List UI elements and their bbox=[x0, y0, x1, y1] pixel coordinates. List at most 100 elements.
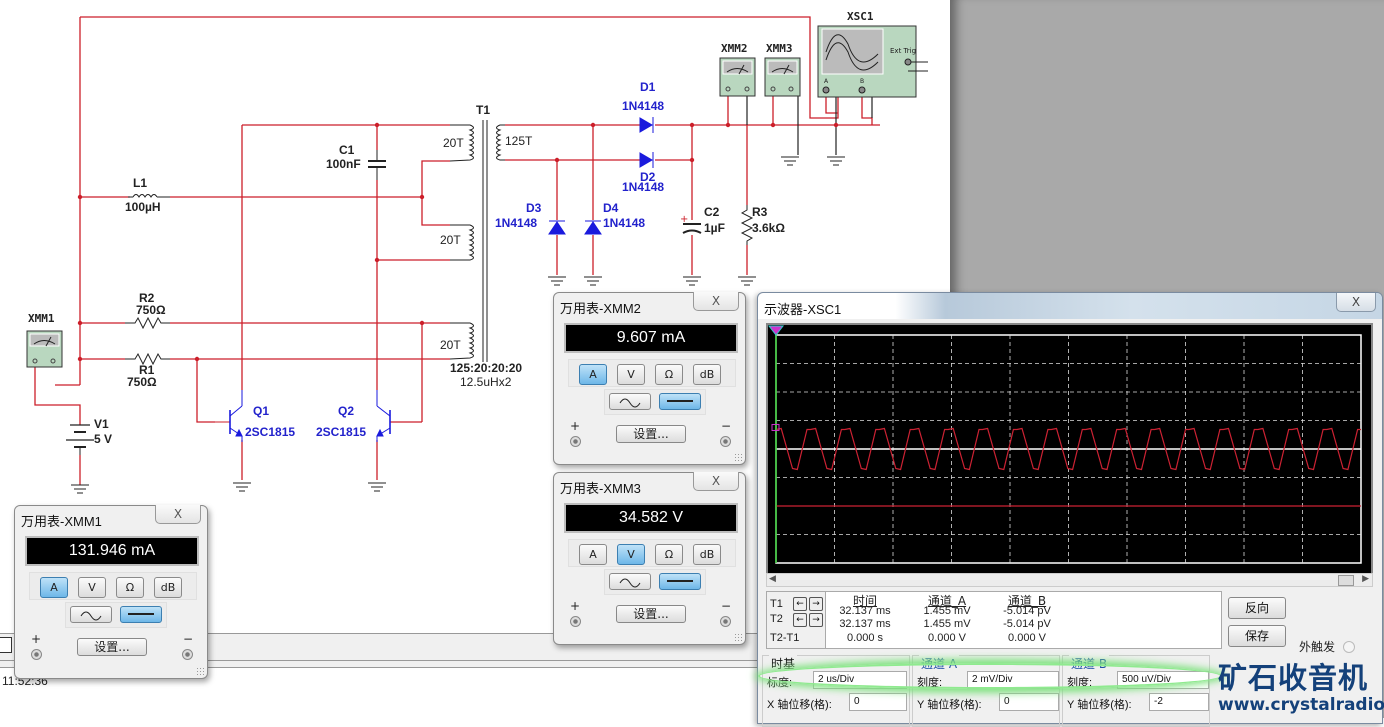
resistor-r1[interactable] bbox=[125, 352, 170, 366]
timebase-scale-field[interactable]: 2 us/Div bbox=[813, 671, 907, 689]
mode-amps-button[interactable]: A bbox=[579, 364, 607, 385]
c1-ref: C1 bbox=[339, 143, 355, 157]
q2-ref: Q2 bbox=[338, 404, 354, 418]
battery-v1[interactable] bbox=[66, 424, 94, 455]
plus-label: + bbox=[570, 599, 581, 613]
document-icon[interactable] bbox=[0, 637, 12, 653]
mode-ohms-button[interactable]: Ω bbox=[655, 364, 683, 385]
ac-button[interactable] bbox=[609, 573, 651, 590]
d1-value: 1N4148 bbox=[622, 99, 664, 113]
diode-d4[interactable] bbox=[584, 220, 602, 235]
ac-button[interactable] bbox=[609, 393, 651, 410]
wires bbox=[34, 16, 880, 485]
t1-right-arrow-icon[interactable]: → bbox=[809, 597, 823, 611]
transistor-q2[interactable] bbox=[376, 390, 405, 442]
mode-ohms-button[interactable]: Ω bbox=[116, 577, 144, 598]
transistor-q1[interactable] bbox=[215, 390, 243, 442]
cursor-readout: T1 T2 T2-T1 ← → ← → 时间 通道_A 通道_B 32.137 … bbox=[766, 591, 1222, 649]
oscilloscope-window[interactable]: 示波器-XSC1 X ◀ ▶ T1 T2 T2-T1 ← → ← → 时间 通道… bbox=[757, 292, 1383, 727]
channel-b-ypos-label: Y 轴位移(格): bbox=[1067, 699, 1132, 711]
capacitor-c1[interactable] bbox=[368, 160, 386, 168]
mode-volts-button[interactable]: V bbox=[78, 577, 106, 598]
timebase-xpos-field[interactable]: 0 bbox=[849, 693, 907, 711]
timebase-scale-label: 标度: bbox=[767, 677, 793, 689]
instrument-xsc1[interactable] bbox=[817, 25, 928, 98]
resistor-r3[interactable] bbox=[740, 205, 754, 245]
xmm2-ref: XMM2 bbox=[721, 42, 748, 55]
plus-label: + bbox=[31, 632, 42, 646]
mode-amps-button[interactable]: A bbox=[40, 577, 68, 598]
resistor-r2[interactable] bbox=[125, 316, 170, 330]
minus-terminal-icon[interactable] bbox=[182, 649, 193, 660]
mode-db-button[interactable]: dB bbox=[693, 544, 721, 565]
d4-ref: D4 bbox=[603, 201, 619, 215]
dc-button[interactable] bbox=[659, 573, 701, 590]
plus-terminal-icon[interactable] bbox=[570, 616, 581, 627]
close-button[interactable]: X bbox=[693, 472, 739, 491]
transformer-t1[interactable] bbox=[449, 120, 505, 362]
channel-b-group: 通道 B 刻度: 500 uV/Div Y 轴位移(格): -2 bbox=[1062, 655, 1210, 727]
close-button[interactable]: X bbox=[693, 292, 739, 311]
mode-volts-button[interactable]: V bbox=[617, 544, 645, 565]
t1-channel-a: 1.455 mV bbox=[923, 605, 971, 617]
mode-selector: A V Ω dB bbox=[29, 572, 197, 600]
mode-volts-button[interactable]: V bbox=[617, 364, 645, 385]
d2-value: 1N4148 bbox=[622, 180, 664, 194]
channel-a-ypos-field[interactable]: 0 bbox=[999, 693, 1059, 711]
instrument-xmm2[interactable] bbox=[719, 57, 756, 97]
multimeter-window-xmm1[interactable]: 万用表-XMM1 X 131.946 mA A V Ω dB + − 设置... bbox=[14, 505, 208, 679]
dc-line-icon bbox=[128, 613, 154, 615]
mode-db-button[interactable]: dB bbox=[693, 364, 721, 385]
resize-grip-icon[interactable] bbox=[196, 667, 204, 675]
t2-left-arrow-icon[interactable]: ← bbox=[793, 613, 807, 627]
plus-terminal-icon[interactable] bbox=[570, 436, 581, 447]
channel-b-scale-field[interactable]: 500 uV/Div bbox=[1117, 671, 1209, 689]
t2-channel-b: -5.014 pV bbox=[1003, 618, 1051, 630]
capacitor-c2[interactable] bbox=[682, 223, 702, 234]
channel-a-group: 通道 A 刻度: 2 mV/Div Y 轴位移(格): 0 bbox=[912, 655, 1060, 727]
resize-grip-icon[interactable] bbox=[734, 453, 742, 461]
settings-button[interactable]: 设置... bbox=[77, 638, 147, 656]
minus-terminal-icon[interactable] bbox=[720, 436, 731, 447]
mode-ohms-button[interactable]: Ω bbox=[655, 544, 683, 565]
junctions bbox=[77, 122, 839, 362]
settings-button[interactable]: 设置... bbox=[616, 605, 686, 623]
mode-amps-button[interactable]: A bbox=[579, 544, 607, 565]
reverse-button[interactable]: 反向 bbox=[1228, 597, 1286, 619]
t2-right-arrow-icon[interactable]: → bbox=[809, 613, 823, 627]
scroll-thumb[interactable] bbox=[1338, 575, 1354, 586]
close-button[interactable]: X bbox=[155, 505, 201, 524]
dc-button[interactable] bbox=[659, 393, 701, 410]
mode-db-button[interactable]: dB bbox=[154, 577, 182, 598]
settings-button[interactable]: 设置... bbox=[616, 425, 686, 443]
ext-trigger-terminal-icon[interactable] bbox=[1343, 641, 1355, 653]
multimeter-window-xmm2[interactable]: 万用表-XMM2 X 9.607 mA A V Ω dB + − 设置... bbox=[553, 292, 746, 465]
t1-ref: T1 bbox=[476, 103, 490, 117]
diode-d2[interactable] bbox=[639, 152, 654, 168]
instrument-xmm3[interactable] bbox=[764, 57, 801, 97]
channel-b-ypos-field[interactable]: -2 bbox=[1149, 693, 1209, 711]
ac-button[interactable] bbox=[70, 606, 112, 623]
multimeter-window-xmm3[interactable]: 万用表-XMM3 X 34.582 V A V Ω dB + − 设置... bbox=[553, 472, 746, 645]
scroll-right-icon[interactable]: ▶ bbox=[1362, 574, 1369, 584]
watermark: 矿石收音机 www.crystalradio.cn bbox=[1218, 655, 1384, 718]
instrument-xmm1[interactable] bbox=[26, 330, 63, 368]
diode-d1[interactable] bbox=[639, 117, 654, 133]
minus-terminal-icon[interactable] bbox=[720, 616, 731, 627]
diode-d3[interactable] bbox=[548, 220, 566, 235]
scope-display[interactable] bbox=[766, 323, 1373, 575]
plus-terminal-icon[interactable] bbox=[31, 649, 42, 660]
close-button[interactable]: X bbox=[1336, 293, 1376, 312]
scroll-left-icon[interactable]: ◀ bbox=[769, 574, 776, 584]
horizontal-scrollbar[interactable]: ◀ ▶ bbox=[766, 573, 1373, 587]
title-bar[interactable]: 示波器-XSC1 X bbox=[758, 293, 1382, 319]
resize-grip-icon[interactable] bbox=[734, 633, 742, 641]
timebase-group: 时基 标度: 2 us/Div X 轴位移(格): 0 bbox=[762, 655, 910, 727]
inductor-l1[interactable] bbox=[128, 194, 170, 198]
channel-a-scale-field[interactable]: 2 mV/Div bbox=[967, 671, 1059, 689]
t1-left-arrow-icon[interactable]: ← bbox=[793, 597, 807, 611]
r2-ref: R2 bbox=[139, 291, 155, 305]
q1-ref: Q1 bbox=[253, 404, 269, 418]
dc-button[interactable] bbox=[120, 606, 162, 623]
save-button[interactable]: 保存 bbox=[1228, 625, 1286, 647]
